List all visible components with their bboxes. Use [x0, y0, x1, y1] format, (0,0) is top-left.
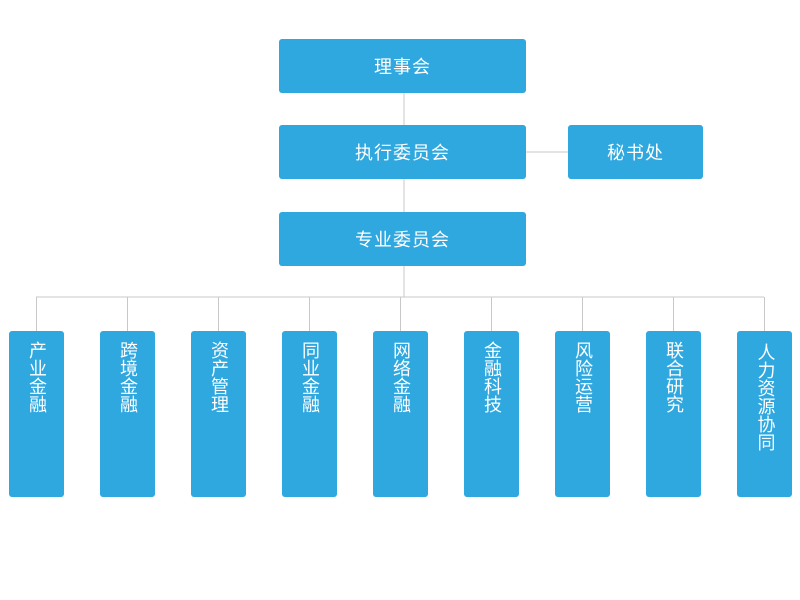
- node-department: 人力资源协同: [737, 331, 792, 497]
- node-secretariat: 秘书处: [568, 125, 703, 179]
- node-label: 跨境金融: [117, 341, 138, 413]
- node-label: 同业金融: [299, 341, 320, 413]
- node-executive-committee: 执行委员会: [279, 125, 526, 179]
- node-label: 秘书处: [607, 143, 664, 164]
- node-department: 同业金融: [282, 331, 337, 497]
- connector-drops: [36, 297, 765, 331]
- node-label: 人力资源协同: [754, 343, 776, 451]
- node-department: 联合研究: [646, 331, 701, 497]
- node-department: 风险运营: [555, 331, 610, 497]
- node-label: 资产管理: [208, 341, 229, 413]
- node-label: 理事会: [374, 57, 431, 78]
- node-label: 金融科技: [481, 341, 502, 413]
- node-label: 专业委员会: [355, 230, 450, 251]
- node-specialized-committee: 专业委员会: [279, 212, 526, 266]
- node-label: 联合研究: [663, 341, 684, 413]
- node-department: 资产管理: [191, 331, 246, 497]
- node-department: 产业金融: [9, 331, 64, 497]
- node-department: 跨境金融: [100, 331, 155, 497]
- node-department: 网络金融: [373, 331, 428, 497]
- node-label: 产业金融: [26, 341, 47, 413]
- node-department: 金融科技: [464, 331, 519, 497]
- node-board-of-directors: 理事会: [279, 39, 526, 93]
- node-label: 执行委员会: [355, 143, 450, 164]
- node-label: 网络金融: [390, 341, 411, 413]
- node-label: 风险运营: [572, 341, 593, 413]
